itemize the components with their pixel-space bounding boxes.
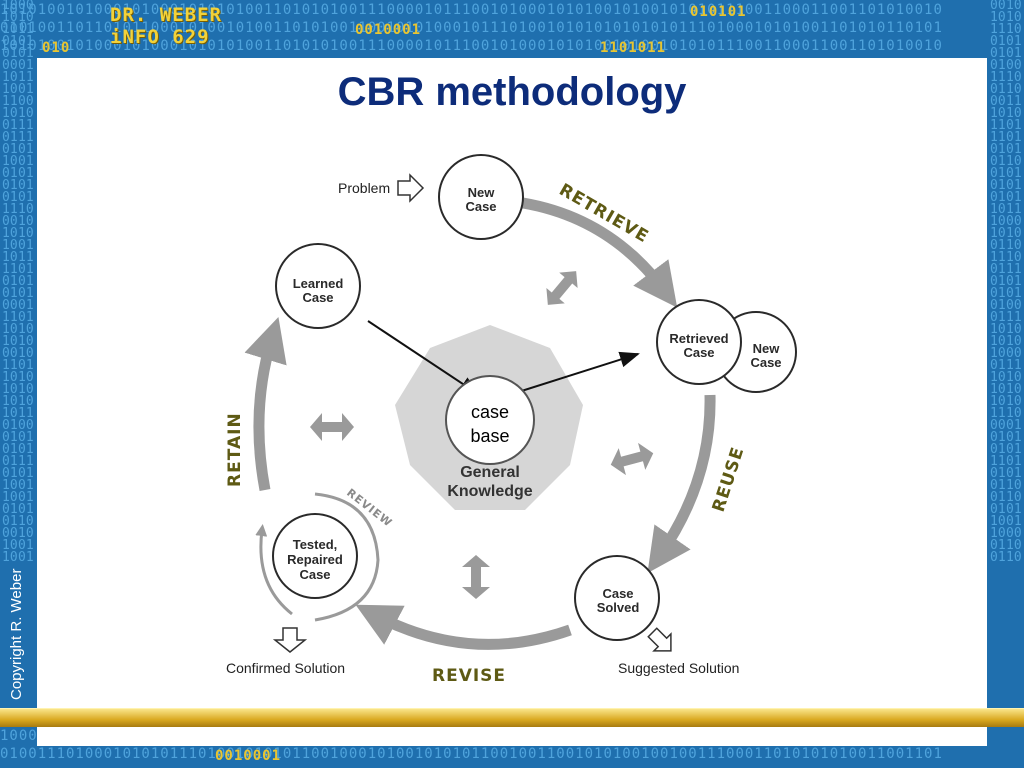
suggested-solution-arrow-icon: [647, 627, 672, 652]
case-solved-label-1: Case: [602, 586, 633, 601]
yellow-binary-fragment: 010: [42, 40, 71, 56]
tested-repaired-case-node: [272, 513, 358, 599]
learned-case-label-1: Learned: [293, 276, 344, 291]
retrieved-new-case-label-2: Case: [750, 355, 781, 370]
confirmed-solution-arrow-icon: [272, 627, 308, 653]
exchange-arrow-right: [610, 442, 654, 476]
gold-divider-bar: [0, 708, 1024, 727]
review-arrow: [314, 492, 380, 622]
new-case-node: [438, 154, 524, 240]
revise-arrow: [355, 604, 572, 650]
exchange-arrow-left: [310, 413, 354, 441]
new-case-label-1: New: [468, 185, 496, 200]
top-binary-pattern: 1010100101000101000101010100110101010011…: [0, 2, 943, 18]
review-arrow-back: [255, 524, 293, 616]
general-knowledge-label-1: General: [460, 464, 520, 481]
yellow-binary-fragment: 0010001: [355, 22, 422, 38]
retrieved-case-label-2: Case: [683, 345, 714, 360]
reuse-phase-label: REUSE: [709, 444, 749, 514]
top-binary-pattern-2: 0101001101101011000101001010011010100110…: [0, 20, 943, 36]
logo-line-1: DR. WEBER: [110, 4, 222, 26]
general-knowledge-label-2: Knowledge: [447, 483, 532, 500]
case-base-circle: [445, 375, 535, 465]
case-solved-node: [574, 555, 660, 641]
case-base-label-1: case: [471, 402, 509, 422]
retrieved-case-label-1: Retrieved: [669, 331, 728, 346]
exchange-arrow-top: [546, 271, 578, 305]
confirmed-solution-label: Confirmed Solution: [226, 660, 345, 676]
retrieved-case-node: [656, 299, 742, 385]
exchange-arrow-bottom: [462, 555, 490, 599]
suggested-solution-label: Suggested Solution: [618, 660, 739, 676]
revise-phase-label: REVISE: [432, 666, 506, 686]
learned-case-node: [275, 243, 361, 329]
yellow-binary-fragment: 1101011: [600, 40, 667, 56]
left-binary-pattern-2: 0010110101011101001011110101010101101010…: [18, 0, 34, 565]
right-binary-pattern: 0010110101011101001011110101010101101010…: [990, 0, 1006, 565]
new-case-label-2: Case: [465, 199, 496, 214]
problem-arrow-icon: [397, 173, 425, 203]
reuse-arrow: [647, 394, 716, 574]
tested-case-label-1: Tested,: [293, 537, 338, 552]
problem-label: Problem: [338, 180, 390, 196]
learned-to-casebase-arrow: [367, 320, 480, 396]
tested-case-label-2: Repaired: [287, 552, 343, 567]
retrieve-arrow: [522, 197, 678, 308]
yellow-binary-fragment: 0010001: [215, 748, 282, 764]
tested-case-label-3: Case: [299, 567, 330, 582]
casebase-to-retrieved-arrow: [511, 351, 640, 395]
bottom-binary-pattern-2: 0100111010001010101110100101010110010001…: [0, 746, 943, 762]
yellow-binary-fragment: 010101: [690, 4, 747, 20]
learned-case-label-2: Case: [302, 290, 333, 305]
case-solved-label-2: Solved: [597, 600, 640, 615]
top-binary-pattern-3: 1010100101000101000101010100110101010011…: [0, 38, 943, 54]
logo-line-2: iNFO 629: [110, 26, 210, 48]
retain-phase-label: RETAIN: [225, 412, 245, 487]
dr-weber-logo: DR. WEBER iNFO 629: [110, 4, 222, 48]
right-binary-pattern-2: 1010100101001010111001010110010101110010…: [1006, 0, 1022, 565]
retrieved-new-case-label-1: New: [753, 341, 781, 356]
retain-arrow: [244, 316, 287, 492]
left-binary-pattern: 1010100101001010111001010110010101110010…: [2, 0, 18, 565]
slide-title: CBR methodology: [337, 70, 687, 114]
case-base-label-2: base: [470, 426, 509, 446]
